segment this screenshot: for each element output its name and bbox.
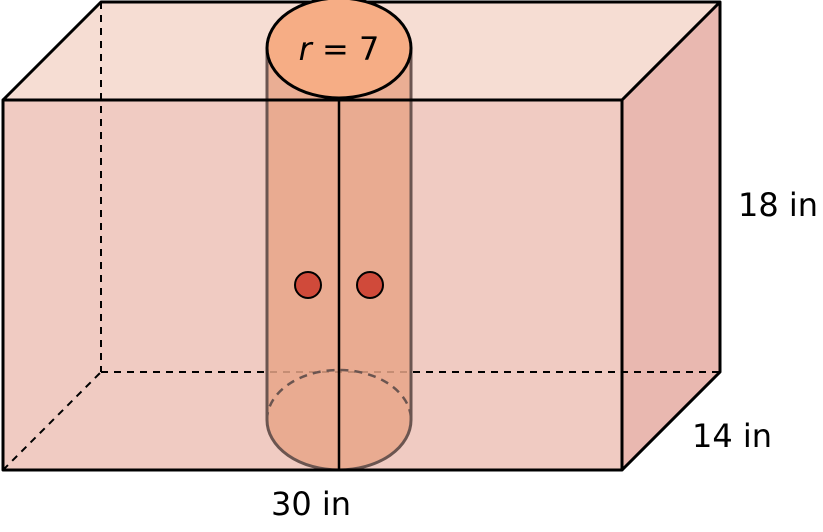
box-edges bbox=[1, 0, 722, 472]
cylinder bbox=[265, 48, 413, 472]
height-label: 18 in bbox=[738, 186, 818, 224]
depth-label: 14 in bbox=[692, 417, 772, 455]
cylinder-bottom-hidden-arc bbox=[265, 368, 413, 421]
hidden-edges bbox=[2, 2, 720, 471]
width-label: 30 in bbox=[271, 485, 351, 523]
box-right-face bbox=[622, 2, 720, 470]
cylinder-top bbox=[265, 0, 413, 100]
radius-label: r = 7 bbox=[299, 30, 380, 68]
dot-left bbox=[294, 271, 322, 299]
dot-right bbox=[356, 271, 384, 299]
